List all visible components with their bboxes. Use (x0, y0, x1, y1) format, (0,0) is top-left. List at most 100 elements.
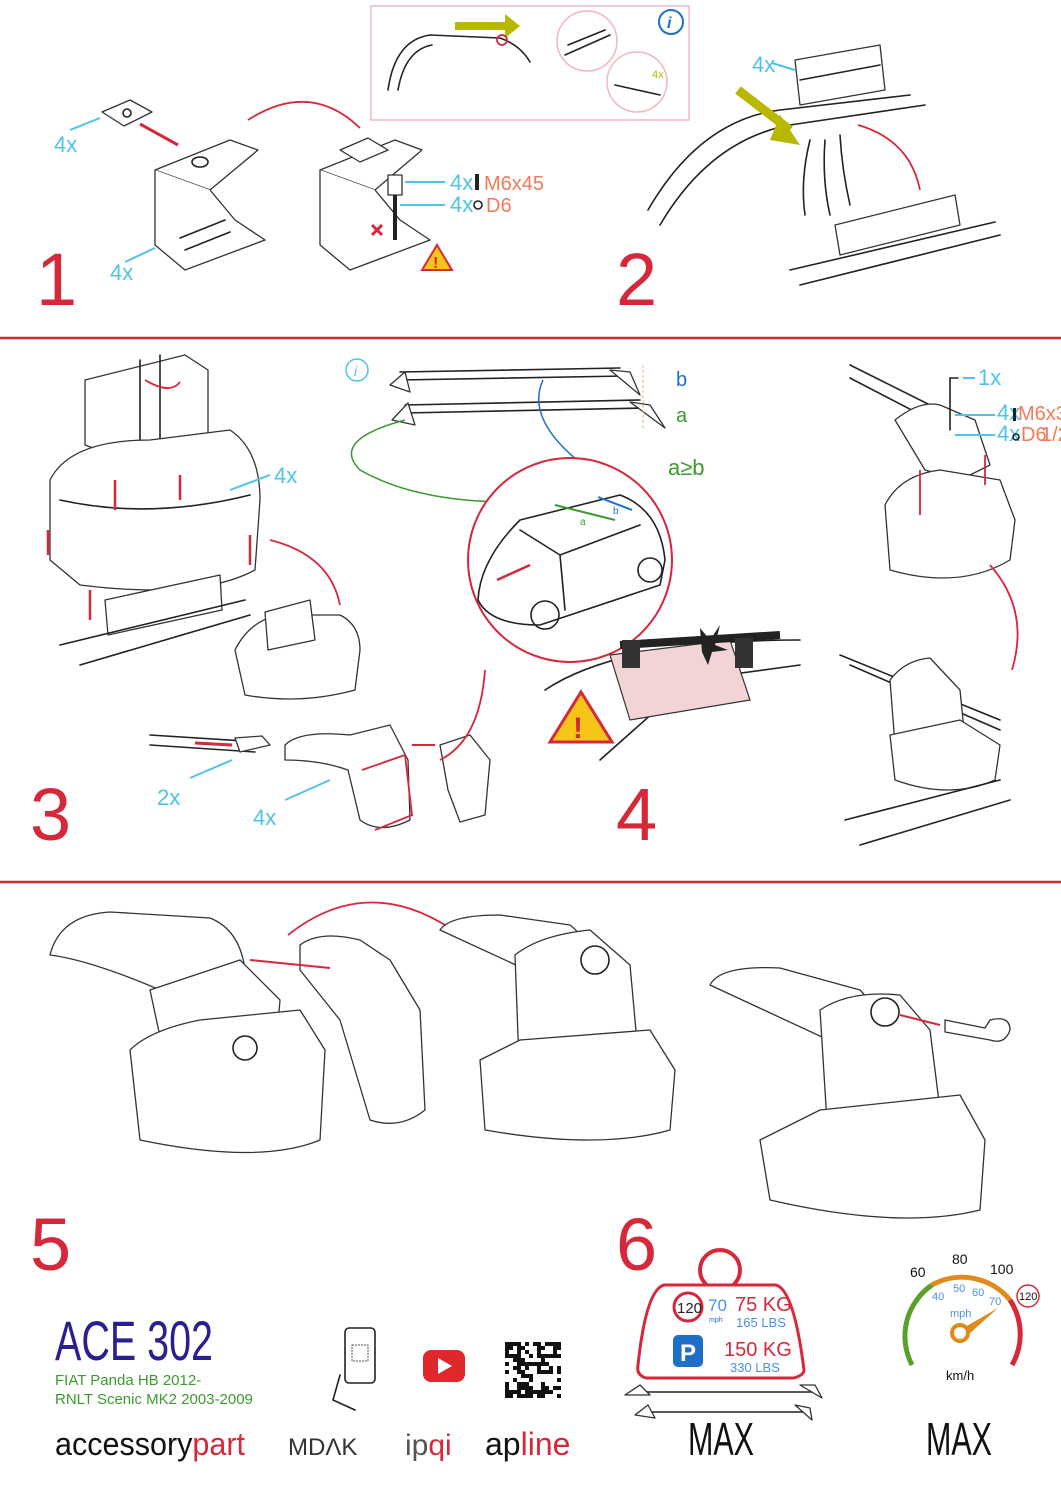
step4-bolt-size: M6x30 (1018, 403, 1061, 425)
washer-size: D6 (486, 195, 512, 217)
svg-text:!: ! (573, 712, 583, 745)
cover-quantity: 4x (253, 805, 276, 830)
qr-module (529, 1378, 533, 1382)
qr-module (513, 1378, 517, 1382)
qr-module (505, 1370, 509, 1374)
qr-module (525, 1366, 529, 1370)
qr-module (505, 1350, 509, 1354)
qr-module (521, 1346, 525, 1350)
qr-module (513, 1366, 517, 1370)
qr-module (541, 1390, 545, 1394)
kmh-tick: 100 (990, 1261, 1014, 1277)
qr-module (553, 1350, 557, 1354)
qr-module (541, 1346, 545, 1350)
qr-module (517, 1390, 521, 1394)
clip-quantity: 4x (54, 132, 77, 157)
qr-module (505, 1390, 509, 1394)
washer-icon (473, 200, 483, 210)
qr-module (517, 1362, 521, 1366)
qr-module (533, 1390, 537, 1394)
qr-module (517, 1366, 521, 1370)
qr-module (505, 1354, 509, 1358)
qr-code[interactable] (505, 1342, 561, 1398)
qr-module (557, 1354, 561, 1358)
qr-module (545, 1370, 549, 1374)
step1-bracket-assembled (319, 137, 431, 271)
svg-text:i: i (667, 15, 672, 32)
washer-quantity: 4x (450, 192, 473, 217)
mph-tick: 70 (989, 1296, 1001, 1308)
qr-module (557, 1342, 561, 1346)
qr-module (509, 1354, 513, 1358)
step1-bracket (154, 139, 266, 271)
brand-accessorypart: accessorypart (55, 1426, 245, 1462)
product-model: ACE 302 (55, 1309, 213, 1372)
qr-module (529, 1394, 533, 1398)
qr-module (509, 1342, 513, 1346)
step5-foot-cover (49, 901, 676, 1154)
qr-module (521, 1370, 525, 1374)
step4-foot-detail (839, 364, 1019, 846)
step-number-6: 6 (616, 1203, 657, 1286)
vehicle-fit-1: FIAT Panda HB 2012- (55, 1372, 201, 1389)
qr-module (541, 1370, 545, 1374)
qr-module (529, 1386, 533, 1390)
qr-module (549, 1366, 553, 1370)
qr-module (529, 1374, 533, 1378)
brand-apline: apline (485, 1426, 570, 1462)
static-load-kg: 150 KG (724, 1339, 792, 1361)
qr-module (525, 1362, 529, 1366)
step-number-4: 4 (616, 773, 657, 856)
qr-module (505, 1342, 509, 1346)
bolt-size: M6x45 (484, 173, 544, 195)
static-load-lbs: 330 LBS (730, 1360, 780, 1375)
qr-module (557, 1378, 561, 1382)
qr-module (513, 1390, 517, 1394)
speed-limit: 120 (1019, 1291, 1037, 1303)
qr-module (517, 1346, 521, 1350)
label-a: a (676, 405, 688, 427)
bracket-quantity: 4x (110, 260, 133, 285)
step-number-1: 1 (36, 238, 77, 321)
warning-icon: ! (420, 243, 454, 272)
qr-module (525, 1390, 529, 1394)
info-panel: 4x i (370, 5, 690, 121)
qr-module (545, 1354, 549, 1358)
step4-roof-warning: ! (544, 625, 801, 761)
qr-module (533, 1362, 537, 1366)
qr-module (505, 1382, 509, 1386)
qr-module (505, 1386, 509, 1390)
qr-module (525, 1342, 529, 1346)
qr-module (525, 1386, 529, 1390)
qr-module (521, 1362, 525, 1366)
qr-module (537, 1346, 541, 1350)
arrow-icon (247, 101, 361, 129)
youtube-icon[interactable] (423, 1350, 465, 1382)
qr-module (517, 1382, 521, 1386)
step6-locked-foot (709, 966, 1011, 1219)
qr-module (557, 1370, 561, 1374)
brand-ipqi: ipqi (405, 1429, 452, 1462)
qr-module (553, 1346, 557, 1350)
phone-scan-icon (332, 1327, 376, 1411)
qr-module (505, 1346, 509, 1350)
vehicle-fit-2: RNLT Scenic MK2 2003-2009 (55, 1391, 253, 1408)
qr-module (553, 1354, 557, 1358)
step4-washer-fraction: 1/2 (1041, 424, 1061, 446)
qr-module (517, 1342, 521, 1346)
step2-clip-quantity: 4x (752, 52, 775, 77)
qr-module (525, 1394, 529, 1398)
qr-module (537, 1362, 541, 1366)
info-icon (658, 9, 684, 35)
qr-module (517, 1386, 521, 1390)
step-number-3: 3 (30, 773, 71, 856)
qr-module (537, 1354, 541, 1358)
qr-module (541, 1386, 545, 1390)
qr-module (557, 1386, 561, 1390)
qr-module (537, 1390, 541, 1394)
qr-module (545, 1390, 549, 1394)
qr-module (517, 1394, 521, 1398)
qr-module (537, 1350, 541, 1354)
qr-module (553, 1386, 557, 1390)
svg-text:i: i (354, 363, 358, 379)
